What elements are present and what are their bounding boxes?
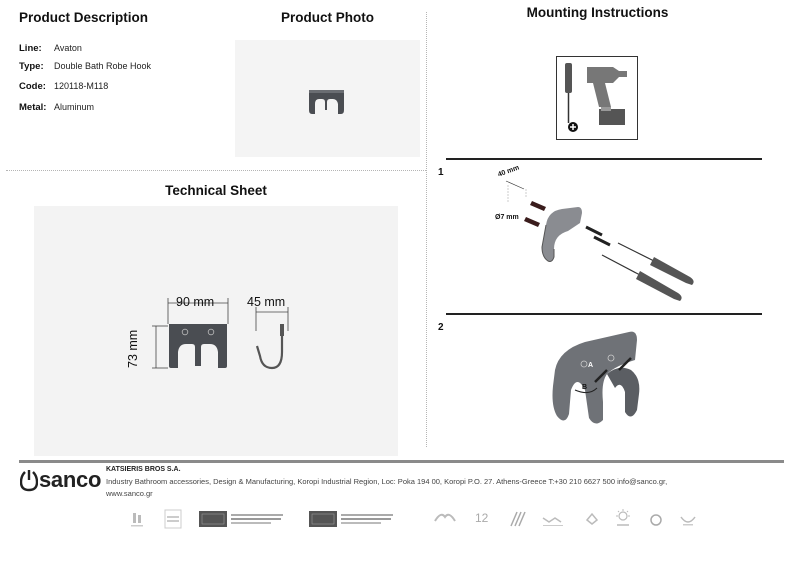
hook-photo-image — [309, 90, 344, 114]
tools-box — [556, 56, 638, 140]
sun-icon — [612, 508, 634, 530]
warranty-12-icon: 12 — [472, 508, 494, 530]
desc-key: Type: — [19, 61, 44, 72]
product-photo — [235, 40, 420, 157]
step2-illustration — [545, 330, 665, 440]
sanco-logo-text: sanco — [39, 467, 102, 492]
step2-label-b: B — [582, 384, 588, 391]
recycle-icon — [582, 508, 602, 530]
step-number: 2 — [438, 322, 444, 333]
step-divider-2 — [446, 313, 762, 315]
technical-sheet-title: Technical Sheet — [165, 183, 267, 198]
step-divider-1 — [446, 158, 762, 160]
desc-value: 120118-M118 — [54, 81, 109, 91]
step1-drawing — [505, 180, 694, 301]
product-description-title: Product Description — [19, 10, 149, 25]
vertical-divider — [426, 12, 427, 447]
company-info: Industry Bathroom accessories, Design & … — [106, 477, 668, 498]
step2-drawing — [552, 331, 640, 424]
desc-key: Metal: — [19, 102, 47, 113]
step1-illustration — [478, 165, 718, 305]
iso-14001-badge — [309, 508, 399, 530]
footer-divider — [19, 460, 784, 463]
company-name: KATSIERIS BROS S.A. — [106, 466, 181, 473]
desc-row-type: Type: Double Bath Robe Hook — [19, 61, 151, 72]
desc-row-metal: Metal: Aluminum — [19, 102, 94, 113]
iso-9001-badge — [199, 508, 289, 530]
step1-diameter-label: Ø7 mm — [495, 214, 519, 221]
hands-icon — [432, 508, 458, 530]
svg-text:12: 12 — [475, 511, 489, 525]
desc-value: Aluminum — [54, 102, 95, 112]
sanco-logo-icon — [19, 468, 39, 497]
screwdriver-drill-icon — [565, 63, 627, 132]
circle-icon — [646, 508, 666, 530]
step-number: 1 — [438, 167, 444, 178]
step2-label-a: A — [588, 362, 594, 369]
width-dimension-label: 90 mm — [176, 295, 215, 309]
desc-value: Double Bath Robe Hook — [54, 61, 152, 71]
desc-row-line: Line: Avaton — [19, 43, 82, 54]
horizontal-divider — [6, 170, 426, 171]
bowl-icon — [676, 508, 700, 530]
depth-dimension-label: 45 mm — [247, 295, 286, 309]
desc-key: Line: — [19, 43, 42, 54]
water-icon — [540, 508, 566, 530]
desc-row-code: Code: 120118-M118 — [19, 81, 108, 92]
stripes-icon — [507, 508, 527, 530]
technical-drawing — [34, 206, 398, 456]
hotels-icon — [126, 508, 148, 530]
desc-value: Avaton — [54, 43, 82, 53]
height-dimension-label: 73 mm — [126, 329, 140, 368]
technical-drawing-svg — [152, 298, 289, 370]
product-photo-title: Product Photo — [281, 10, 374, 25]
mounting-instructions-title: Mounting Instructions — [526, 5, 669, 20]
quality-100-icon — [162, 508, 184, 530]
desc-key: Code: — [19, 81, 46, 92]
